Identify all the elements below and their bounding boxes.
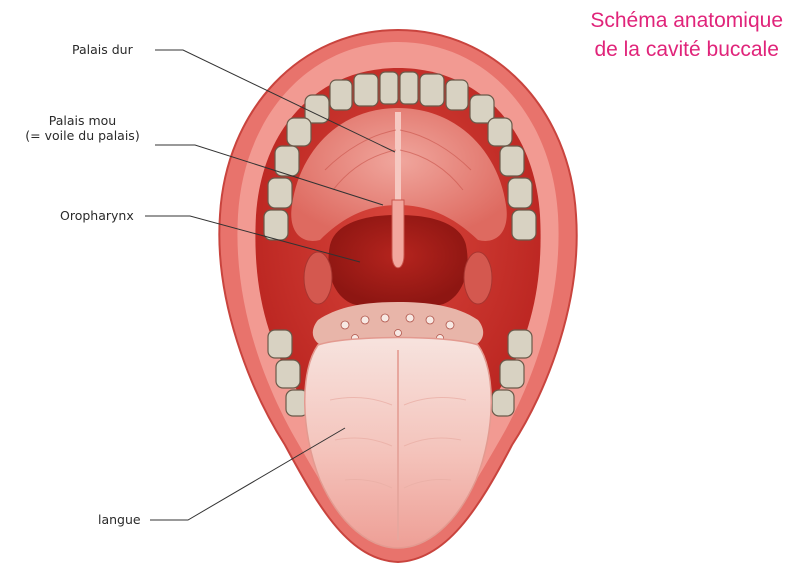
label-palais-dur: Palais dur (72, 42, 133, 57)
label-palais-mou-line-1: Palais mou (10, 113, 155, 128)
right-tonsil (464, 252, 492, 304)
label-palais-mou-line-2: (= voile du palais) (10, 128, 155, 143)
label-langue: langue (98, 512, 141, 527)
label-palais-mou: Palais mou (= voile du palais) (10, 113, 155, 143)
left-tonsil (304, 252, 332, 304)
uvula (392, 200, 404, 268)
label-oropharynx: Oropharynx (60, 208, 134, 223)
